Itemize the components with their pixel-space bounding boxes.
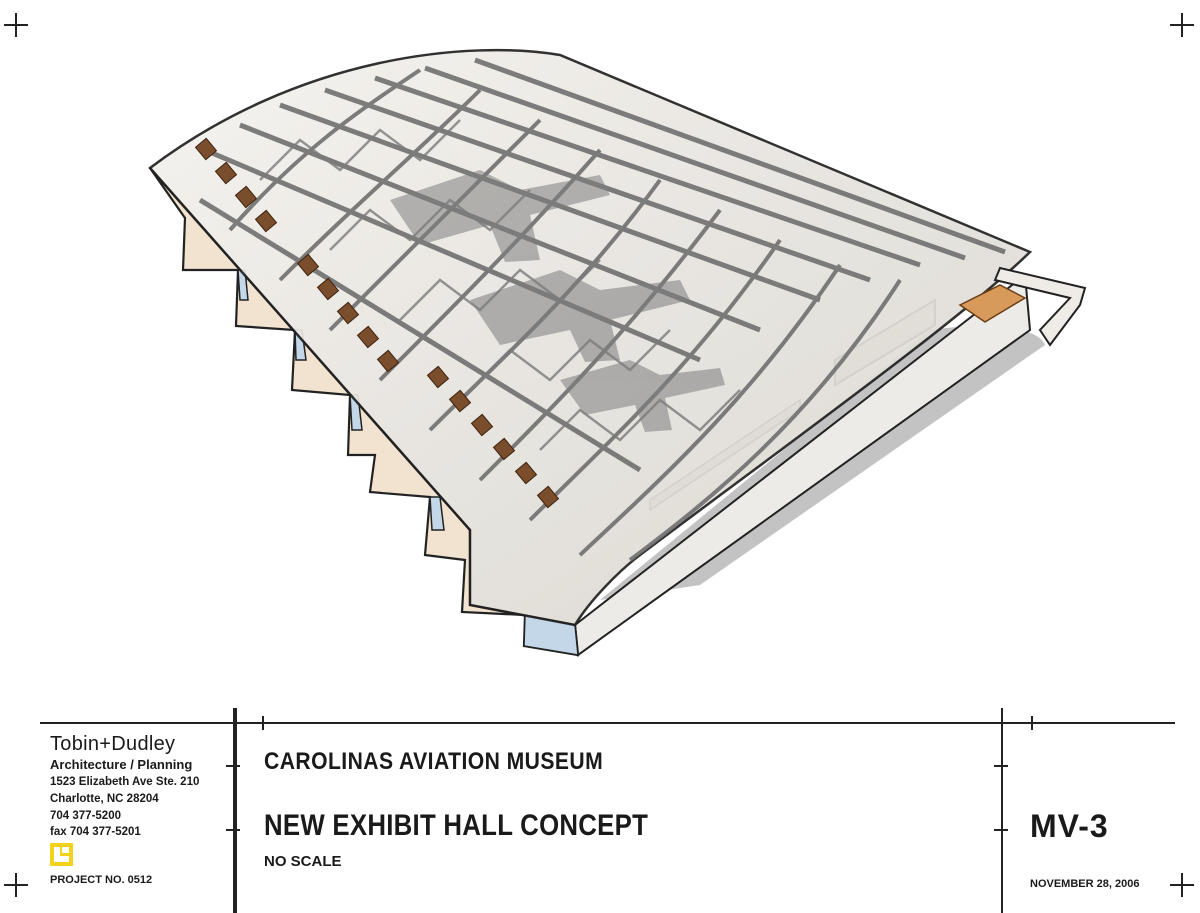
- title-block-tick: [1031, 716, 1033, 730]
- title-block-tick: [226, 829, 240, 831]
- crop-mark-bottom-right: [1170, 873, 1194, 897]
- project-title: CAROLINAS AVIATION MUSEUM: [264, 748, 604, 775]
- title-block-divider-right: [1001, 708, 1003, 913]
- title-block-tick: [226, 765, 240, 767]
- scale-note: NO SCALE: [264, 853, 342, 870]
- firm-name: Tobin+Dudley: [50, 733, 176, 755]
- firm-address-line1: 1523 Elizabeth Ave Ste. 210: [50, 776, 200, 788]
- aircraft-shadows: [390, 170, 725, 432]
- title-block-divider-left: [233, 708, 237, 913]
- sheet-number: MV-3: [1030, 808, 1109, 844]
- drawing-date: NOVEMBER 28, 2006: [1030, 878, 1140, 890]
- roof-truss-structure: [198, 57, 1006, 562]
- title-block-tick: [994, 829, 1008, 831]
- firm-discipline: Architecture / Planning: [50, 757, 193, 772]
- facade-glazing: [237, 269, 579, 656]
- crop-mark-top-left: [4, 13, 28, 37]
- sheet-title: NEW EXHIBIT HALL CONCEPT: [264, 809, 649, 842]
- canopy-beam: [993, 266, 1087, 347]
- firm-logo-icon: [50, 843, 73, 866]
- exhibit-hall-rendering: [148, 48, 1087, 657]
- firm-phone: 704 377-5200: [50, 810, 121, 822]
- title-block-tick: [994, 765, 1008, 767]
- title-block-tick: [262, 716, 264, 730]
- project-number: PROJECT NO. 0512: [50, 874, 153, 886]
- entrance-canopy: [958, 284, 1027, 323]
- museum-roof-sign: [194, 137, 560, 509]
- title-block-top-rule: [40, 722, 1175, 724]
- firm-address-line2: Charlotte, NC 28204: [50, 793, 159, 805]
- crop-mark-bottom-left: [4, 873, 28, 897]
- firm-fax: fax 704 377-5201: [50, 826, 141, 838]
- crop-mark-top-right: [1170, 13, 1194, 37]
